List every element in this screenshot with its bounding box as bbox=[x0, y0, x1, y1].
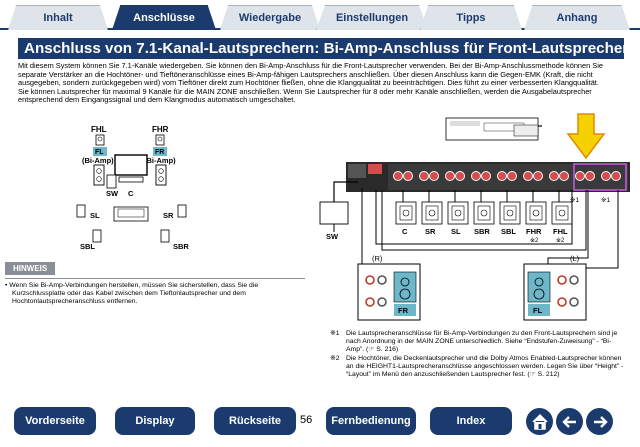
note-mark-1b: ※1 bbox=[601, 197, 610, 204]
footnote-text: Die Hochtöner, die Deckenlautsprecher un… bbox=[346, 355, 624, 378]
label-spk-fhr: FHR bbox=[526, 227, 542, 236]
rueckseite-button[interactable]: Rückseite bbox=[214, 407, 296, 435]
label-fl-biamp: FL bbox=[533, 306, 543, 315]
highlight-arrow-icon bbox=[566, 113, 606, 160]
label-fhr: FHR bbox=[152, 125, 169, 134]
label-fl: FL bbox=[95, 149, 104, 156]
label-r: (R) bbox=[372, 254, 383, 263]
page-number: 56 bbox=[300, 414, 313, 426]
top-tab-bar: Inhalt Anschlüsse Wiedergabe Einstellung… bbox=[0, 0, 640, 30]
tab-anschluesse[interactable]: Anschlüsse bbox=[112, 5, 216, 30]
room-layout-diagram: FHL FHR FL FR (Bi-Amp) (Bi-Amp) SW C SL … bbox=[76, 125, 189, 251]
fr-speaker-icon bbox=[155, 164, 167, 186]
home-icon bbox=[531, 413, 548, 430]
tab-label: Inhalt bbox=[43, 12, 73, 24]
label-fr-biamp: FR bbox=[398, 306, 409, 315]
label-sbl: SBL bbox=[80, 242, 95, 251]
tab-label: Anschlüsse bbox=[133, 12, 195, 24]
label-sr: SR bbox=[163, 211, 174, 220]
button-label: Rückseite bbox=[229, 415, 281, 427]
intro-text: Mit diesem System können Sie 7.1-Kanäle … bbox=[18, 61, 626, 105]
label-spk-sr: SR bbox=[425, 227, 436, 236]
tab-inhalt[interactable]: Inhalt bbox=[8, 5, 108, 30]
home-button[interactable] bbox=[526, 408, 553, 435]
tab-anhang[interactable]: Anhang bbox=[524, 5, 630, 30]
fernbedienung-button[interactable]: Fernbedienung bbox=[326, 407, 416, 435]
button-label: Vorderseite bbox=[25, 415, 85, 427]
label-c: C bbox=[128, 189, 134, 198]
label-spk-fhr-note: ※2 bbox=[530, 237, 539, 244]
label-spk-sbr: SBR bbox=[474, 227, 490, 236]
label-sbr: SBR bbox=[173, 242, 189, 251]
back-button[interactable] bbox=[556, 408, 583, 435]
tab-label: Wiedergabe bbox=[238, 12, 302, 24]
page-title: Anschluss von 7.1-Kanal-Lautsprechern: B… bbox=[18, 38, 624, 59]
tab-label: Anhang bbox=[556, 12, 598, 24]
sr-speaker-icon bbox=[177, 204, 187, 218]
tab-label: Tipps bbox=[456, 12, 486, 24]
label-biamp-left: (Bi-Amp) bbox=[82, 156, 114, 165]
tab-wiedergabe[interactable]: Wiedergabe bbox=[220, 5, 320, 30]
bottom-nav: Vorderseite Display Rückseite 56 Fernbed… bbox=[0, 404, 640, 440]
button-label: Index bbox=[456, 415, 486, 427]
sbr-speaker-icon bbox=[160, 229, 170, 243]
tab-tipps[interactable]: Tipps bbox=[420, 5, 522, 30]
arrow-left-icon bbox=[561, 415, 576, 428]
index-button[interactable]: Index bbox=[430, 407, 512, 435]
subwoofer-icon bbox=[106, 174, 117, 189]
fhl-speaker-icon bbox=[95, 134, 105, 146]
subwoofer-box-icon bbox=[319, 201, 349, 225]
label-fhl: FHL bbox=[91, 125, 107, 134]
button-label: Display bbox=[135, 415, 175, 427]
fl-speaker-icon bbox=[93, 164, 105, 186]
display-button[interactable]: Display bbox=[115, 407, 195, 435]
footnotes: ※1 Die Lautsprecheranschlüsse für Bi-Amp… bbox=[330, 330, 628, 381]
label-spk-sl: SL bbox=[451, 227, 461, 236]
footnote-2: ※2 Die Hochtöner, die Deckenlautsprecher… bbox=[330, 355, 628, 378]
label-l: (L) bbox=[570, 254, 580, 263]
label-fr: FR bbox=[155, 149, 164, 156]
sl-speaker-icon bbox=[76, 204, 86, 218]
label-spk-fhl-note: ※2 bbox=[556, 237, 565, 244]
intro-paragraph-1: Mit diesem System können Sie 7.1-Kanäle … bbox=[18, 61, 603, 88]
center-speaker-icon bbox=[118, 176, 144, 183]
label-sw-diagram: SW bbox=[326, 232, 339, 241]
label-spk-c: C bbox=[402, 227, 408, 236]
forward-button[interactable] bbox=[586, 408, 613, 435]
wiring-diagram: ※1 ※1 SW C SR SL SBR SBL FHR ※2 FHL ※2 (… bbox=[319, 113, 630, 321]
footnote-1: ※1 Die Lautsprecheranschlüsse für Bi-Amp… bbox=[330, 330, 628, 353]
note-mark-1a: ※1 bbox=[570, 197, 579, 204]
vorderseite-button[interactable]: Vorderseite bbox=[14, 407, 96, 435]
tab-label: Einstellungen bbox=[335, 12, 409, 24]
button-label: Fernbedienung bbox=[331, 415, 411, 427]
fhr-speaker-icon bbox=[155, 134, 165, 146]
footnote-text: Die Lautsprecheranschlüsse für Bi-Amp-Ve… bbox=[346, 330, 618, 353]
speaker-terminals bbox=[388, 163, 628, 191]
footnote-mark: ※1 bbox=[330, 330, 340, 337]
speaker-row bbox=[395, 201, 573, 225]
label-spk-sbl: SBL bbox=[501, 227, 516, 236]
intro-paragraph-2: Sie können Lautsprecher für maximal 9 Ka… bbox=[18, 86, 592, 105]
arrow-right-icon bbox=[593, 415, 608, 428]
hinweis-heading: HINWEIS bbox=[5, 262, 56, 275]
tv-icon bbox=[114, 154, 148, 176]
label-sw: SW bbox=[106, 189, 119, 198]
hinweis-box: HINWEIS • Wenn Sie Bi-Amp-Verbindungen h… bbox=[5, 258, 305, 305]
sbl-speaker-icon bbox=[92, 229, 102, 243]
label-biamp-right: (Bi-Amp) bbox=[144, 156, 176, 165]
label-sl: SL bbox=[90, 211, 100, 220]
footnote-mark: ※2 bbox=[330, 355, 340, 363]
tab-einstellungen[interactable]: Einstellungen bbox=[316, 5, 428, 30]
label-spk-fhl: FHL bbox=[553, 227, 568, 236]
hinweis-text: • Wenn Sie Bi-Amp-Verbindungen herstelle… bbox=[5, 278, 305, 305]
